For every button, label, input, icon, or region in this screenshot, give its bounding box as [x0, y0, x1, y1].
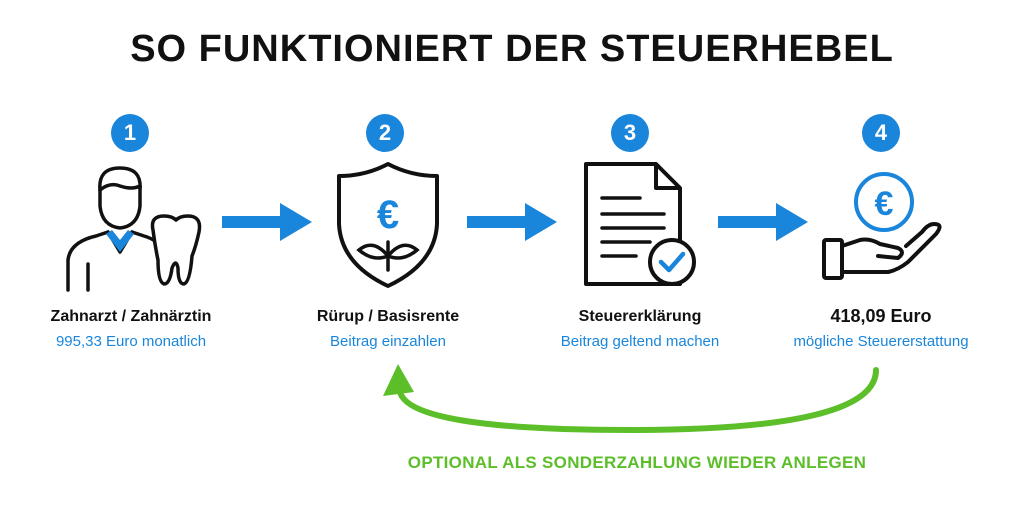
step-1-subtitle: 995,33 Euro monatlich	[55, 333, 207, 350]
page-title: SO FUNKTIONIERT DER STEUERHEBEL	[130, 28, 894, 70]
arrow-right-icon	[222, 203, 312, 241]
step-3-number-badge: 3	[611, 114, 649, 152]
hand-euro-coin-icon: €	[822, 172, 942, 280]
arrow-right-icon	[718, 203, 808, 241]
step-4-number-badge: 4	[862, 114, 900, 152]
step-2-number-badge: 2	[366, 114, 404, 152]
dentist-with-tooth-icon	[66, 166, 202, 292]
step-2-subtitle: Beitrag einzahlen	[330, 333, 446, 350]
step-4-title: 418,09 Euro	[830, 306, 932, 326]
step-3-title: Steuererklärung	[578, 308, 702, 325]
step-1-number-badge: 1	[111, 114, 149, 152]
step-1-title: Zahnarzt / Zahnärztin	[50, 308, 212, 325]
loop-label: OPTIONAL ALS SONDERZAHLUNG WIEDER ANLEGE…	[407, 453, 867, 472]
step-4-subtitle: mögliche Steuererstattung	[793, 333, 969, 350]
svg-text:€: €	[875, 185, 894, 223]
document-check-icon	[584, 162, 696, 286]
arrow-right-icon	[467, 203, 557, 241]
step-3-subtitle: Beitrag geltend machen	[560, 333, 720, 350]
shield-euro-plant-icon: €	[337, 162, 439, 288]
step-2-title: Rürup / Basisrente	[316, 308, 460, 325]
svg-text:€: €	[377, 193, 399, 237]
